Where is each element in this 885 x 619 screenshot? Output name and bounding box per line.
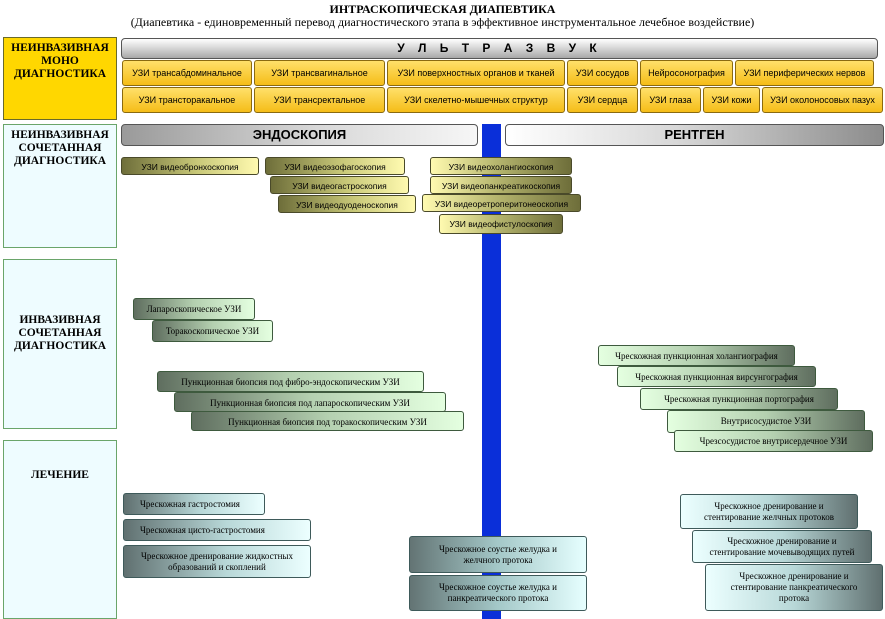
center-divider (482, 124, 501, 619)
us-item: УЗИ сердца (567, 87, 638, 113)
diagram-title: ИНТРАСКОПИЧЕСКАЯ ДИАПЕВТИКА (329, 2, 556, 16)
invasive-item: Чрескожная пункционная холангиография (598, 345, 795, 366)
endo-item: УЗИ видеофистулоскопия (439, 214, 563, 234)
endo-item: УЗИ видеохолангиоскопия (430, 157, 572, 175)
us-item: УЗИ поверхностных органов и тканей (387, 60, 565, 86)
endo-item: УЗИ видеопанкреатикоскопия (430, 176, 572, 194)
endo-item: УЗИ видеоэзофагоскопия (265, 157, 405, 175)
treatment-item: Чрескожная гастростомия (123, 493, 265, 515)
ultrasound-header: У Л Ь Т Р А З В У К (121, 38, 878, 59)
invasive-item: Пункционная биопсия под лапароскопически… (174, 392, 446, 412)
us-item: УЗИ сосудов (567, 60, 638, 86)
us-item: УЗИ трансторакальное (122, 87, 252, 113)
endo-item: УЗИ видеобронхоскопия (121, 157, 259, 175)
invasive-item: Чрескожная пункционная портография (640, 388, 838, 410)
xray-header: РЕНТГЕН (505, 124, 884, 146)
us-item: УЗИ трансвагинальное (254, 60, 385, 86)
endoscopy-header: ЭНДОСКОПИЯ (121, 124, 478, 146)
invasive-item: Лапароскопическое УЗИ (133, 298, 255, 320)
invasive-item: Пункционная биопсия под фибро-эндоскопич… (157, 371, 424, 392)
endo-item: УЗИ видеодуоденоскопия (278, 195, 416, 213)
us-item: УЗИ глаза (640, 87, 701, 113)
side-label-treatment: ЛЕЧЕНИЕ (3, 440, 117, 619)
us-item: Нейросонография (640, 60, 733, 86)
invasive-item: Торакоскопическое УЗИ (152, 320, 273, 342)
us-item: УЗИ периферических нервов (735, 60, 874, 86)
invasive-item: Чрескожная пункционная вирсунгография (617, 366, 816, 387)
endo-item: УЗИ видеогастроскопия (270, 176, 409, 194)
diagram-subtitle: (Диапевтика - единовременный перевод диа… (130, 15, 755, 29)
invasive-item: Пункционная биопсия под торакоскопически… (191, 411, 464, 431)
us-item: УЗИ околоносовых пазух (762, 87, 883, 113)
us-item: УЗИ трансабдоминальное (122, 60, 252, 86)
us-item: УЗИ кожи (703, 87, 760, 113)
us-item: УЗИ скелетно-мышечных структур (387, 87, 565, 113)
us-item: УЗИ трансректальное (254, 87, 385, 113)
endo-item: УЗИ видеоретроперитонеоскопия (422, 194, 581, 212)
treatment-item: Чрескожная цисто-гастростомия (123, 519, 311, 541)
invasive-item: Чрезсосудистое внутрисердечное УЗИ (674, 430, 873, 452)
